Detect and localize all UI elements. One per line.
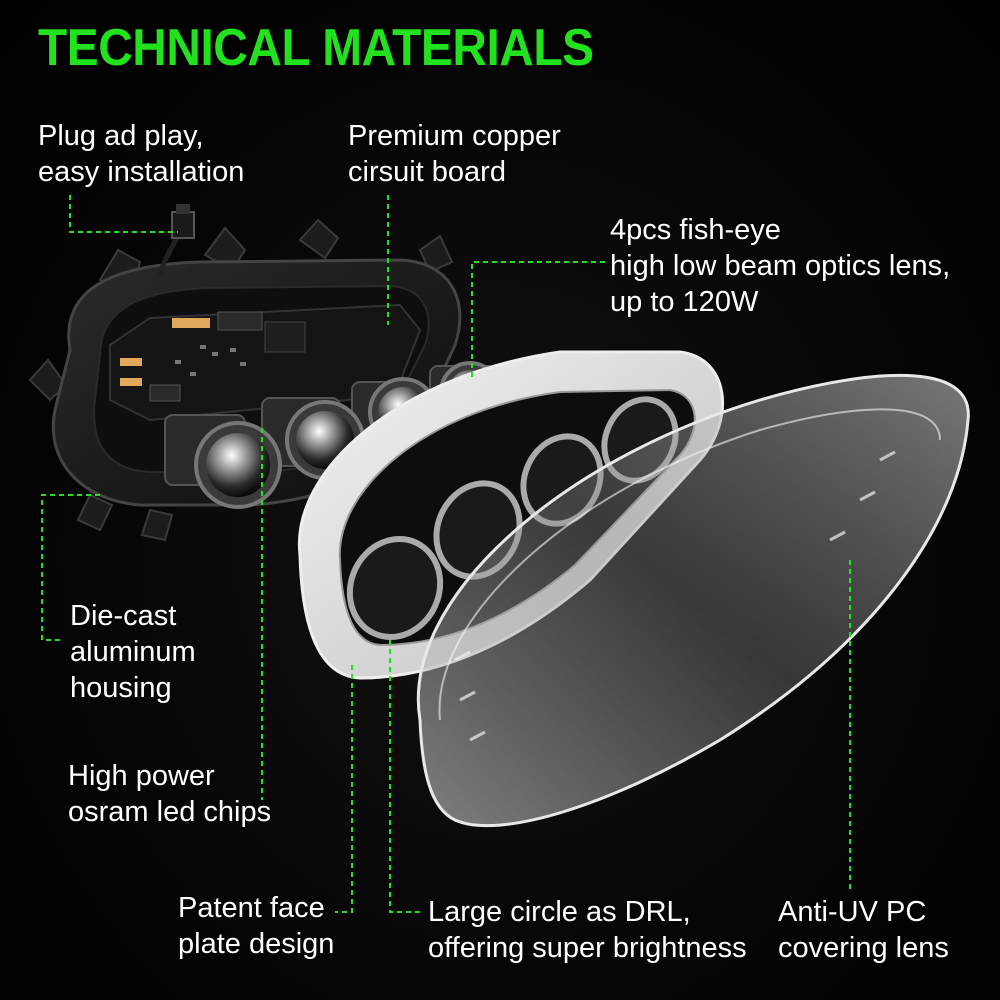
leader-plug bbox=[69, 195, 178, 233]
label-fish-eye-lens: 4pcs fish-eye high low beam optics lens,… bbox=[610, 214, 951, 318]
label-led-chips: High power osram led chips bbox=[68, 760, 272, 828]
leader-lens bbox=[471, 261, 605, 378]
label-pc-lens: Anti-UV PC covering lens bbox=[778, 896, 949, 964]
leader-faceplate bbox=[335, 665, 353, 913]
page-title: TECHNICAL MATERIALS bbox=[38, 19, 594, 77]
label-face-plate: Patent face plate design bbox=[178, 892, 335, 960]
label-aluminum-housing: Die-cast aluminum housing bbox=[70, 600, 196, 704]
label-plug-and-play: Plug ad play, easy installation bbox=[38, 120, 245, 188]
leader-lines bbox=[41, 195, 851, 913]
copper-circuit-board bbox=[109, 303, 422, 422]
leader-housing bbox=[41, 494, 100, 641]
leader-drl bbox=[389, 640, 420, 913]
label-drl: Large circle as DRL, offering super brig… bbox=[428, 896, 747, 964]
label-copper-board: Premium copper cirsuit board bbox=[348, 120, 561, 188]
pc-covering-lens bbox=[416, 373, 970, 828]
drl-face-plate bbox=[297, 350, 724, 680]
